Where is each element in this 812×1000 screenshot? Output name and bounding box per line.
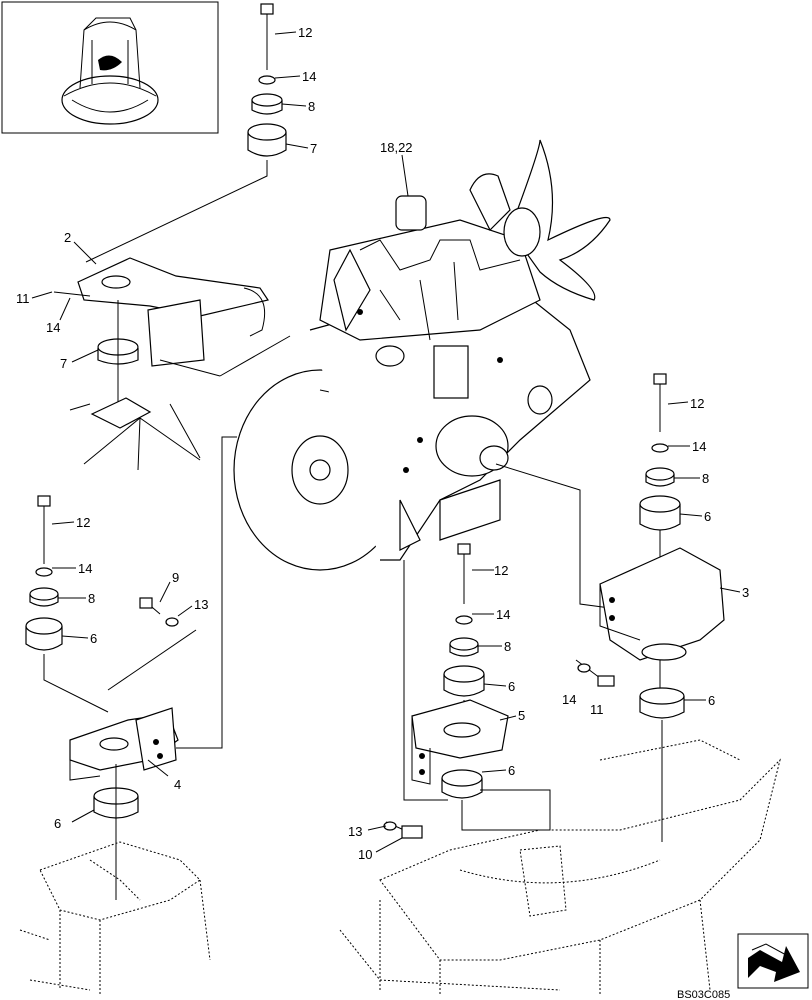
callout-11-bracket3: 11 (590, 702, 604, 717)
engine-leader-lines (176, 154, 611, 801)
callout-12-center: 12 (494, 563, 508, 578)
callout-8-right: 8 (702, 471, 709, 486)
callout-6-center: 6 (508, 679, 515, 694)
callout-6-left-stack: 6 (90, 631, 97, 646)
callout-6-bracket5: 6 (508, 763, 515, 778)
drawing-code: BS03C085 (677, 989, 730, 1000)
callout-14-center: 14 (496, 607, 510, 622)
callout-14-right: 14 (692, 439, 706, 454)
left-mount-stack (25, 495, 197, 713)
top-mount-stack (85, 3, 287, 263)
callout-12-right: 12 (690, 396, 704, 411)
callout-6-bracket3: 6 (708, 693, 715, 708)
callout-8-top: 8 (308, 99, 315, 114)
bracket-2 (53, 257, 291, 408)
callout-13-left: 13 (194, 597, 208, 612)
callout-8-left-stack: 8 (88, 591, 95, 606)
callout-6-bracket4: 6 (54, 816, 61, 831)
bracket-4 (69, 707, 179, 900)
callout-5: 5 (518, 708, 525, 723)
callout-9: 9 (172, 570, 179, 585)
callout-4: 4 (174, 777, 181, 792)
callout-6-right: 6 (704, 509, 711, 524)
callout-11-left: 11 (16, 291, 30, 306)
callout-12-left-stack: 12 (76, 515, 90, 530)
machine-inset-thumbnail (1, 1, 219, 134)
callout-14-top: 14 (302, 69, 316, 84)
frame-fragment-left (69, 397, 201, 471)
center-mount-stack (443, 543, 485, 720)
callout-leaders (31, 31, 741, 853)
callout-7-top: 7 (310, 141, 317, 156)
callout-3: 3 (742, 585, 749, 600)
callout-14-left-stack: 14 (78, 561, 92, 576)
callout-10: 10 (358, 847, 372, 862)
callout-labels: 12 14 8 7 18,22 2 11 14 7 12 14 8 6 3 14… (16, 25, 749, 1000)
callout-18-22: 18,22 (380, 140, 413, 155)
callout-8-center: 8 (504, 639, 511, 654)
callout-14-left: 14 (46, 320, 60, 335)
bracket-5 (383, 699, 551, 839)
bracket-3 (575, 547, 725, 842)
engine-assembly (233, 139, 611, 571)
dashed-frame-outline (19, 739, 781, 996)
callout-14-bracket3: 14 (562, 692, 576, 707)
right-mount-stack (639, 373, 681, 690)
callout-7-left: 7 (60, 356, 67, 371)
callout-13-bottom: 13 (348, 824, 362, 839)
view-direction-arrow-icon (737, 933, 809, 989)
callout-2: 2 (64, 230, 71, 245)
callout-12-top: 12 (298, 25, 312, 40)
